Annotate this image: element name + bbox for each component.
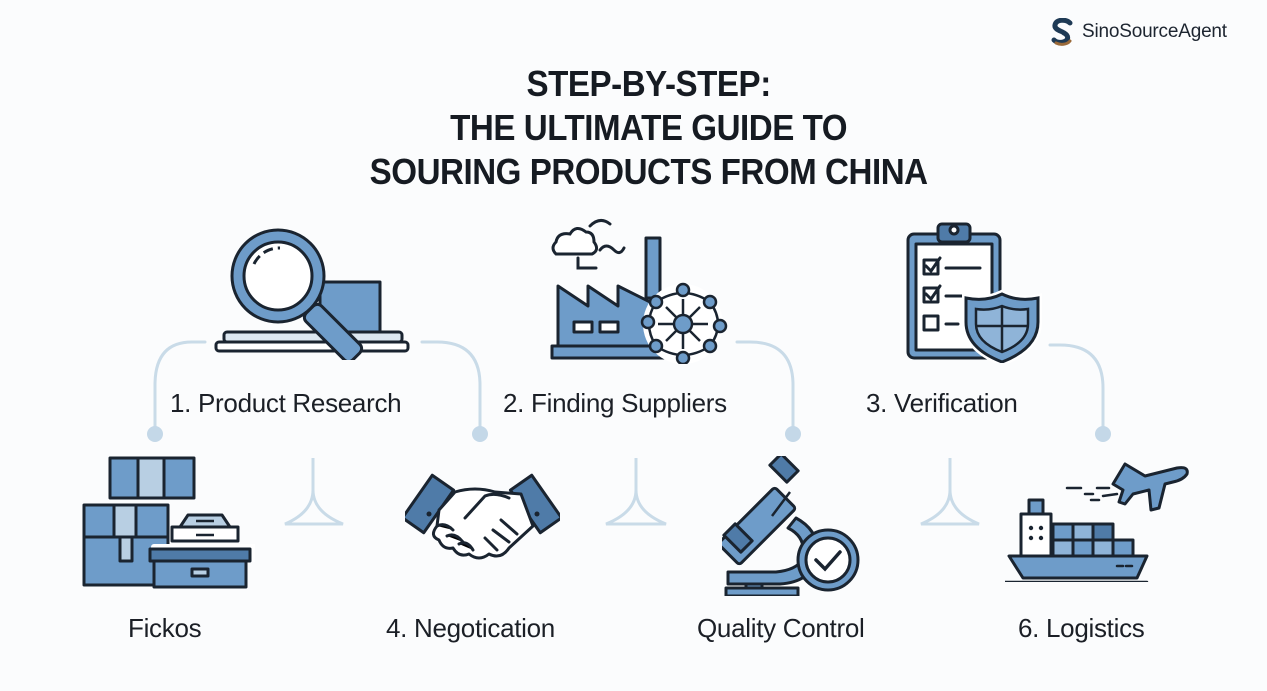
microscope-check-icon (722, 456, 860, 596)
title-line-1: STEP-BY-STEP: (526, 63, 771, 104)
step-label-quality-control: Quality Control (697, 613, 865, 643)
page-title: STEP-BY-STEP: THE ULTIMATE GUIDE TO SOUR… (52, 62, 1245, 194)
connector-1-left (153, 340, 207, 432)
connector-1-right (420, 340, 482, 432)
flask-divider-icon (605, 458, 667, 526)
step-label-fickos: Fickos (128, 613, 202, 643)
flask-divider-icon (284, 458, 344, 526)
brand-name: SinoSourceAgent (1082, 21, 1227, 42)
connector-dot (785, 426, 801, 442)
boxes-icon (82, 456, 255, 589)
title-line-3: SOURING PRODUCTS FROM CHINA (369, 151, 928, 192)
step-label-finding-suppliers: 2. Finding Suppliers (503, 388, 727, 418)
connector-2-right (735, 340, 795, 432)
step-label-negotiation: 4. Negotication (386, 613, 555, 643)
connector-dot (1095, 426, 1111, 442)
step-label-product-research: 1. Product Research (170, 388, 402, 418)
clipboard-shield-icon (906, 222, 1042, 363)
s-logo-icon (1051, 18, 1073, 46)
handshake-icon (405, 473, 560, 560)
magnifier-over-laptop-icon (214, 228, 410, 360)
brand: SinoSourceAgent (1050, 18, 1227, 46)
factory-network-icon (550, 219, 728, 364)
step-label-verification: 3. Verification (866, 388, 1018, 418)
connector-dot (147, 426, 163, 442)
flask-divider-icon (920, 458, 980, 526)
connector-dot (472, 426, 488, 442)
ship-plane-icon (1005, 462, 1189, 582)
title-line-2: THE ULTIMATE GUIDE TO (450, 107, 848, 148)
connector-3-right (1048, 343, 1105, 432)
step-label-logistics: 6. Logistics (1018, 613, 1145, 643)
